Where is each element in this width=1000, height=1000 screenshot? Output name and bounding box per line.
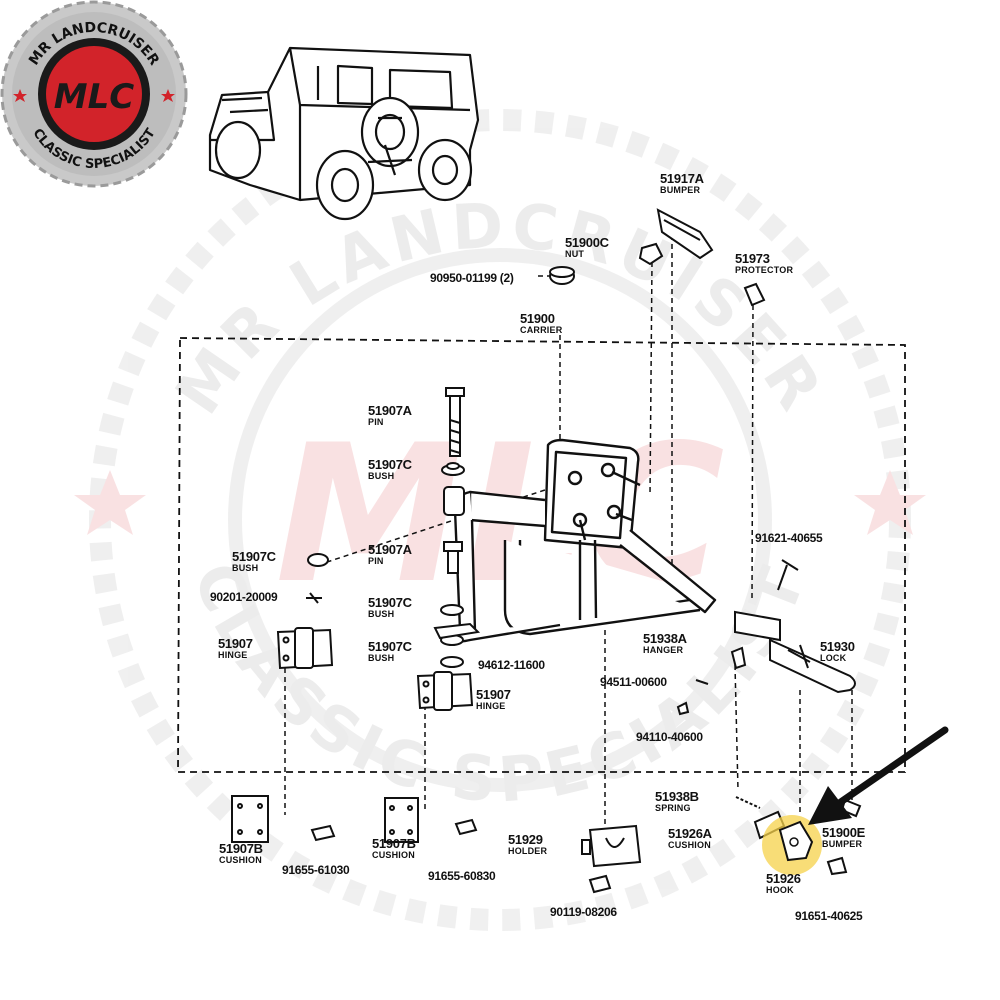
part-name: BUMPER bbox=[822, 839, 863, 849]
part-number: 90950-01199 (2) bbox=[430, 271, 514, 285]
part-name: CUSHION bbox=[372, 850, 415, 860]
part-number: 51900C bbox=[565, 235, 609, 250]
part-number: 51907A bbox=[368, 403, 412, 418]
part-number: 51907C bbox=[368, 595, 412, 610]
part-number: 51973 bbox=[735, 251, 770, 266]
part-label-90119-08206: 90119-08206 bbox=[550, 906, 617, 918]
part-number: 91651-40625 bbox=[795, 909, 863, 923]
part-number: 90119-08206 bbox=[550, 905, 617, 919]
part-number: 91621-40655 bbox=[755, 531, 823, 545]
part-name: CUSHION bbox=[219, 855, 262, 865]
part-number: 51907B bbox=[372, 836, 416, 851]
part-number: 51907B bbox=[219, 841, 263, 856]
part-number: 51917A bbox=[660, 171, 704, 186]
star-icon bbox=[13, 89, 27, 102]
carrier-assembly-outline bbox=[177, 337, 906, 773]
part-name: PIN bbox=[368, 556, 384, 566]
part-number: 94612-11600 bbox=[478, 658, 545, 672]
part-label-91655-60830: 91655-60830 bbox=[428, 869, 496, 883]
arrow-pointer-icon bbox=[808, 726, 949, 825]
part-label-90201-20009: 90201-20009 bbox=[210, 590, 278, 604]
part-label-90950-01199-2: 90950-01199 (2) bbox=[430, 272, 514, 284]
part-name: HOLDER bbox=[508, 846, 548, 856]
part-number: 51907 bbox=[218, 636, 253, 651]
part-number: 51929 bbox=[508, 832, 543, 847]
part-label-91651-40625: 91651-40625 bbox=[795, 909, 863, 923]
part-name: HINGE bbox=[476, 701, 506, 711]
part-name: HOOK bbox=[766, 885, 794, 895]
part-label-94612-11600: 94612-11600 bbox=[478, 659, 545, 671]
part-name: BUSH bbox=[368, 471, 395, 481]
part-number: 51900 bbox=[520, 311, 555, 326]
part-name: BUMPER bbox=[660, 185, 701, 195]
part-number: 51907A bbox=[368, 542, 412, 557]
part-label-94511-00600: 94511-00600 bbox=[600, 676, 667, 688]
part-number: 94511-00600 bbox=[600, 675, 667, 689]
part-number: 51938A bbox=[643, 631, 687, 646]
spare-tire-carrier bbox=[452, 438, 717, 643]
hinges bbox=[276, 627, 474, 711]
part-name: HANGER bbox=[643, 645, 684, 655]
part-name: PROTECTOR bbox=[735, 265, 794, 275]
lower-parts bbox=[231, 795, 642, 894]
part-number: 51930 bbox=[820, 639, 855, 654]
part-label-94110-40600: 94110-40600 bbox=[636, 731, 703, 743]
part-number: 51926 bbox=[766, 871, 801, 886]
part-name: BUSH bbox=[368, 609, 395, 619]
part-name: CARRIER bbox=[520, 325, 563, 335]
part-label-91655-61030: 91655-61030 bbox=[282, 863, 350, 877]
part-number: 94110-40600 bbox=[636, 730, 703, 744]
vehicle-illustration bbox=[208, 46, 480, 221]
part-name: BUSH bbox=[368, 653, 395, 663]
part-name: NUT bbox=[565, 249, 585, 259]
part-name: HINGE bbox=[218, 650, 248, 660]
part-number: 91655-61030 bbox=[282, 863, 350, 877]
star-icon bbox=[161, 89, 175, 102]
part-number: 51938B bbox=[655, 789, 699, 804]
part-name: BUSH bbox=[232, 563, 259, 573]
part-number: 51926A bbox=[668, 826, 712, 841]
part-name: LOCK bbox=[820, 653, 847, 663]
part-number: 51900E bbox=[822, 825, 866, 840]
part-number: 51907C bbox=[368, 639, 412, 654]
pin-bush-stack bbox=[306, 387, 481, 668]
part-number: 90201-20009 bbox=[210, 590, 278, 604]
part-number: 91655-60830 bbox=[428, 869, 496, 883]
brand-logo: MR LANDCRUISER CLASSIC SPECIALIST MLC bbox=[0, 0, 188, 188]
part-number: 51907 bbox=[476, 687, 511, 702]
part-name: CUSHION bbox=[668, 840, 711, 850]
logo-mark: MLC bbox=[54, 77, 134, 117]
part-number: 51907C bbox=[368, 457, 412, 472]
part-name: PIN bbox=[368, 417, 384, 427]
hook-highlight bbox=[762, 815, 822, 875]
part-number: 51907C bbox=[232, 549, 276, 564]
part-label-91621-40655: 91621-40655 bbox=[755, 531, 823, 545]
part-name: SPRING bbox=[655, 803, 691, 813]
upper-small-parts bbox=[549, 208, 766, 307]
